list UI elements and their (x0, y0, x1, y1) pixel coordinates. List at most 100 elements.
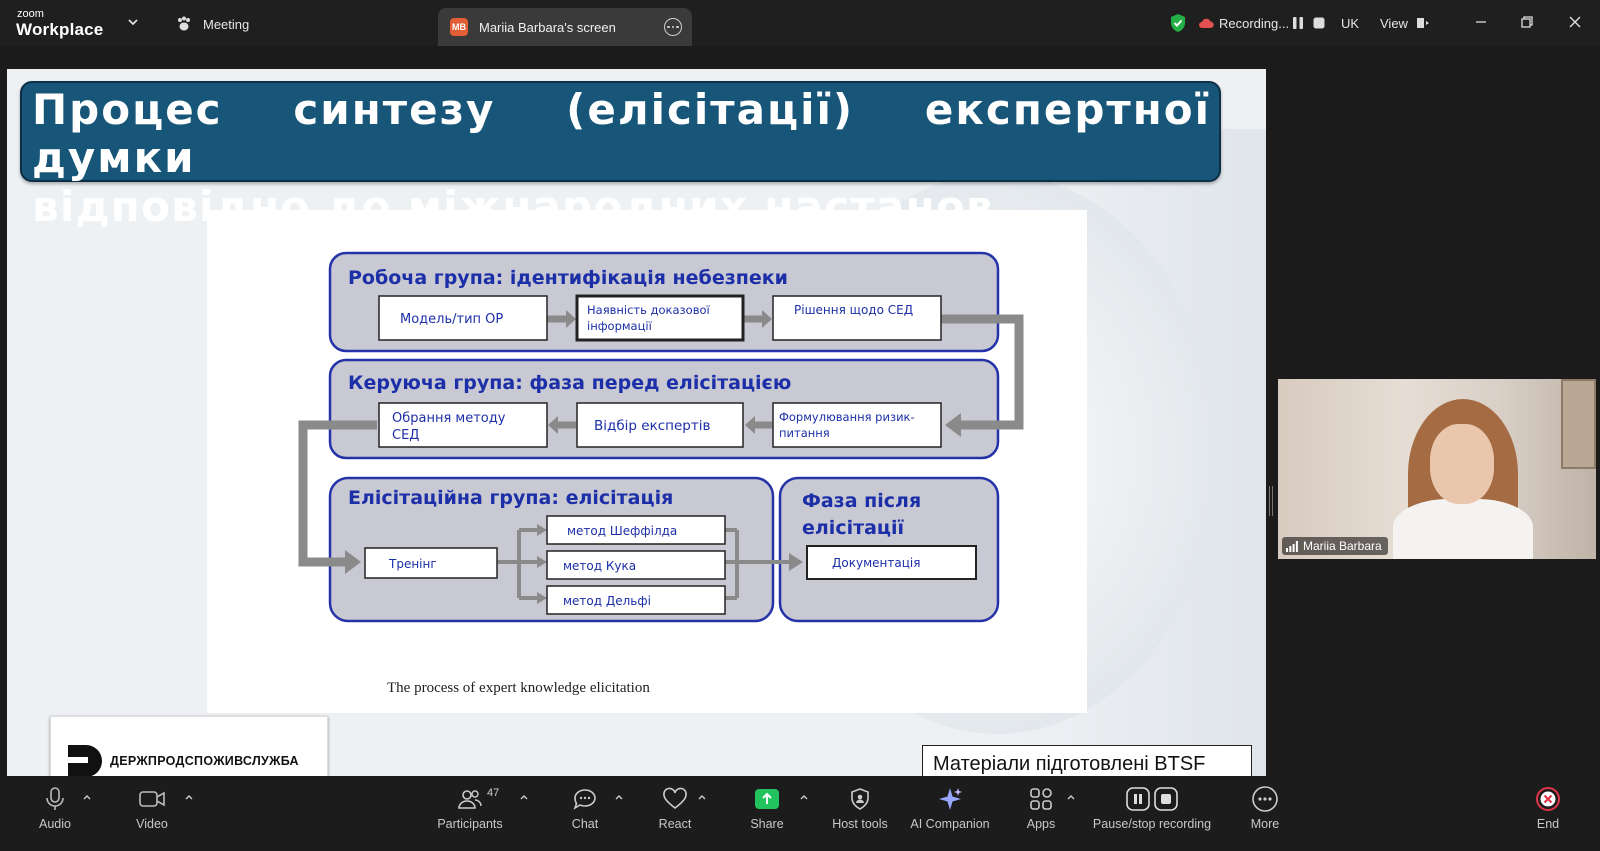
workplace-logo: Workplace (16, 20, 104, 39)
meeting-label: Meeting (203, 16, 250, 32)
sparkle-icon (939, 788, 962, 810)
meeting-controls-toolbar: Audio Video Participants 47 Chat React (0, 776, 1600, 851)
chat-label: Chat (571, 817, 599, 831)
shield-check-icon[interactable] (1169, 13, 1187, 33)
pause-icon[interactable] (1290, 15, 1306, 31)
minimize-icon[interactable] (1471, 12, 1491, 32)
signal-icon (1286, 540, 1298, 552)
meeting-menu-button[interactable]: Meeting (175, 13, 249, 35)
participant-face (1430, 424, 1494, 504)
participants-icon (458, 790, 482, 809)
box-label: інформації (587, 319, 653, 333)
box-documentation (806, 545, 977, 580)
flow-arrow-head (548, 416, 558, 434)
diagram-caption: The process of expert knowledge elicitat… (387, 680, 650, 696)
pause-stop-recording-button[interactable]: Pause/stop recording (1091, 776, 1213, 851)
chevron-down-icon[interactable] (124, 13, 142, 31)
view-layout-icon (1416, 18, 1429, 28)
group-title-post: Фаза після (802, 490, 921, 512)
audio-button[interactable]: Audio (36, 776, 74, 851)
box-label: СЕД (392, 428, 419, 443)
more-dots-icon (1252, 786, 1278, 812)
chat-icon (573, 789, 596, 810)
participants-label: Participants (437, 817, 503, 831)
participant-video-tile[interactable]: Mariia Barbara (1278, 379, 1596, 559)
participants-count: 47 (487, 787, 500, 799)
recording-label: Recording... (1219, 15, 1290, 31)
box-expert-selection (576, 402, 744, 448)
apps-icon (1030, 788, 1052, 810)
participant-name-badge: Mariia Barbara (1282, 537, 1388, 555)
video-camera-icon (139, 791, 165, 807)
box-risk-question (772, 402, 942, 448)
wall-frame (1561, 379, 1596, 469)
host-shield-icon (851, 788, 869, 810)
audio-options-caret-icon[interactable] (82, 793, 92, 801)
apps-button[interactable]: Apps (1025, 776, 1057, 851)
restore-icon[interactable] (1517, 12, 1537, 32)
elicitation-process-diagram: Робоча група: ідентифікація небезпеки Мо… (207, 210, 1087, 713)
box-label: Документація (832, 556, 920, 570)
react-label: React (658, 817, 692, 831)
group-title-post: елісітації (802, 517, 905, 539)
share-caret-icon[interactable] (799, 793, 809, 801)
participants-caret-icon[interactable] (519, 793, 529, 801)
box-evidence (575, 294, 745, 342)
ai-companion-label: AI Companion (910, 817, 990, 831)
flow-arrow-head (566, 310, 576, 328)
video-options-caret-icon[interactable] (184, 793, 194, 801)
view-button[interactable]: View (1380, 12, 1430, 34)
end-meeting-button[interactable]: End (1533, 776, 1563, 851)
group-title-working: Робоча група: ідентифікація небезпеки (348, 267, 788, 289)
ai-companion-button[interactable]: AI Companion (909, 776, 991, 851)
audio-label: Audio (39, 817, 71, 831)
flow-merge (725, 528, 792, 600)
organization-logo-icon (68, 745, 102, 777)
heart-icon (663, 787, 687, 810)
more-button[interactable]: More (1248, 776, 1282, 851)
pause-stop-label: Pause/stop recording (1092, 817, 1212, 831)
end-x-icon (1536, 787, 1560, 811)
chat-button[interactable]: Chat (567, 776, 603, 851)
zoom-logo-small: zoom (17, 8, 44, 20)
box-delphi (546, 585, 726, 615)
box-label: питання (779, 426, 830, 440)
box-label: Рішення щодо СЕД (794, 303, 913, 317)
participants-button[interactable]: Participants (435, 776, 505, 851)
recording-indicator[interactable]: Recording... (1198, 12, 1289, 34)
close-icon[interactable] (1565, 12, 1585, 32)
participant-shirt (1393, 499, 1533, 559)
stop-icon[interactable] (1311, 15, 1327, 31)
flow-arrow-head (537, 524, 547, 536)
avatar: MB (450, 18, 468, 36)
apps-caret-icon[interactable] (1066, 793, 1076, 801)
chat-caret-icon[interactable] (614, 793, 624, 801)
apps-label: Apps (1026, 817, 1056, 831)
video-button[interactable]: Video (131, 776, 173, 851)
panel-resize-handle[interactable] (1269, 486, 1273, 516)
more-options-icon[interactable] (664, 18, 682, 36)
pause-stop-icon (1126, 787, 1178, 811)
flow-connector (940, 314, 1024, 430)
screen-share-label: Mariia Barbara's screen (479, 19, 616, 35)
react-button[interactable]: React (655, 776, 695, 851)
share-screen-icon (755, 789, 779, 809)
flow-branch (497, 528, 539, 600)
box-sheffield (546, 515, 726, 545)
box-label: Тренінг (388, 557, 437, 571)
box-model-type (378, 295, 548, 341)
react-caret-icon[interactable] (697, 793, 707, 801)
box-label: метод Шеффілда (567, 524, 677, 538)
box-label: Формулювання ризик- (779, 410, 915, 424)
box-label: метод Дельфі (563, 594, 651, 608)
language-label[interactable]: UK (1341, 15, 1360, 31)
flow-arrow-head (537, 592, 547, 604)
title-bar: zoom Workplace Meeting MB Mariia Barbara… (0, 0, 1600, 46)
screen-share-tab[interactable]: MB Mariia Barbara's screen (438, 8, 692, 46)
video-label: Video (136, 817, 168, 831)
group-title-elicitation: Елісітаційна група: елісітація (348, 487, 673, 509)
share-button[interactable]: Share (748, 776, 786, 851)
flow-arrow-head (762, 310, 772, 328)
box-sed-decision (772, 295, 942, 341)
host-tools-button[interactable]: Host tools (829, 776, 891, 851)
